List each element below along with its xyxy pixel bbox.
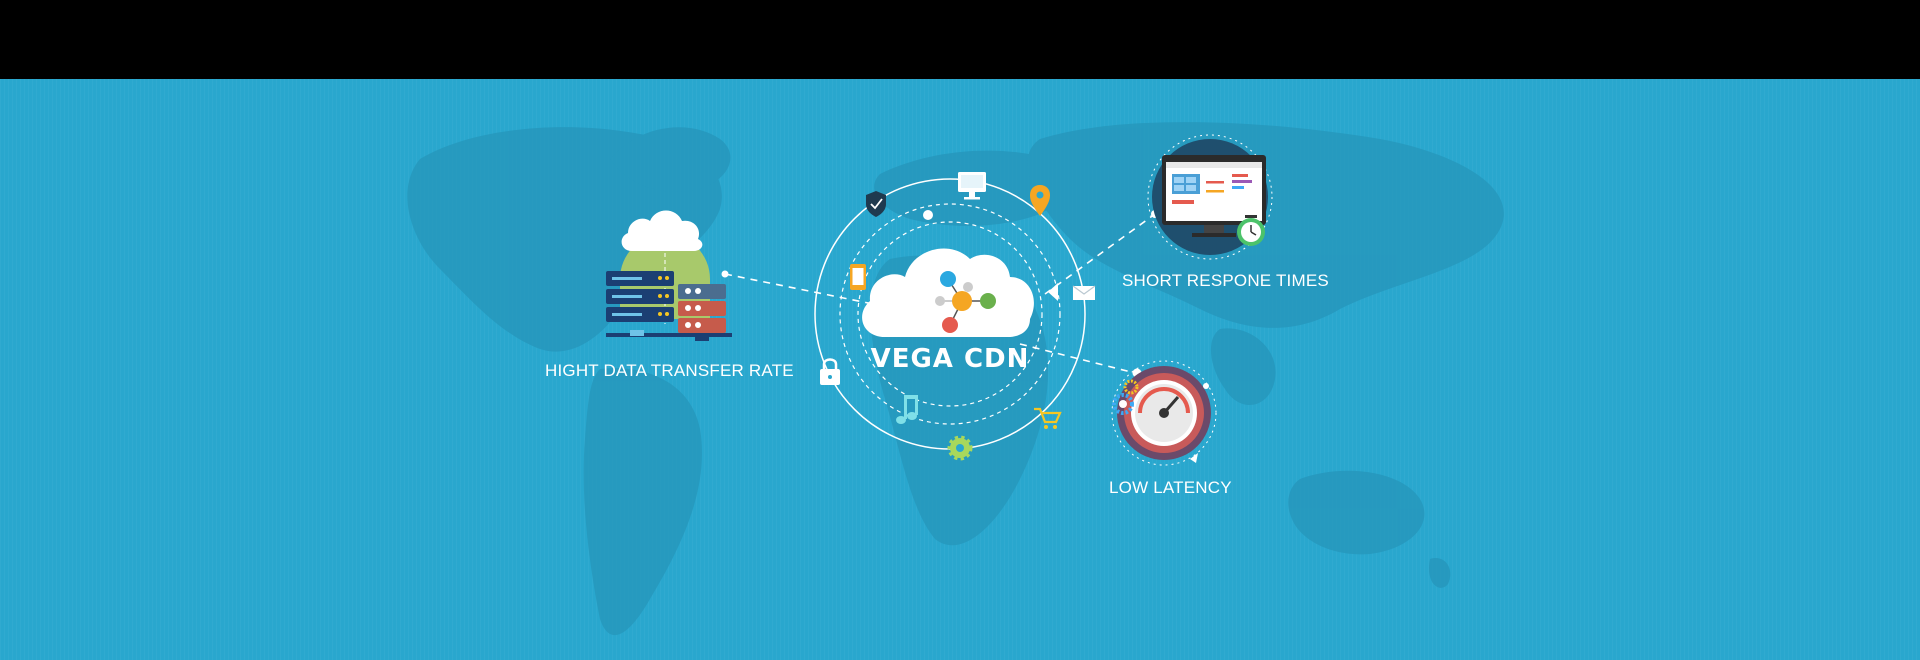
hero-illustration <box>407 122 1504 636</box>
lock-icon <box>820 358 840 385</box>
shopping-cart-icon <box>1034 407 1062 429</box>
location-pin-icon <box>1030 185 1050 216</box>
gear-icon <box>947 435 973 461</box>
clock-icon <box>1237 215 1265 246</box>
response-monitor-icon <box>1147 134 1273 260</box>
world-map <box>407 122 1504 636</box>
top-bar <box>0 0 1920 79</box>
cloud-network-icon <box>862 248 1034 337</box>
music-note-icon <box>896 395 918 424</box>
monitor-icon <box>958 172 986 200</box>
feature-label-latency: LOW LATENCY <box>1109 478 1232 497</box>
feature-label-response: SHORT RESPONE TIMES <box>1122 271 1329 290</box>
gears-icon <box>1112 379 1139 415</box>
center-title: VEGA CDN <box>870 344 1030 374</box>
shield-icon <box>866 191 886 217</box>
server-rack-icon <box>606 234 732 341</box>
cloud-icon <box>621 210 703 251</box>
envelope-icon <box>1072 285 1096 300</box>
feature-label-transfer: HIGHT DATA TRANSFER RATE <box>545 361 794 380</box>
connection-lines <box>724 213 1156 374</box>
hero-banner: VEGA CDN HIGHT DATA TRANSFER RATE SHORT … <box>0 79 1920 660</box>
speedometer-icon <box>1111 360 1217 466</box>
mobile-phone-icon <box>850 264 866 290</box>
center-rings <box>814 178 1086 450</box>
